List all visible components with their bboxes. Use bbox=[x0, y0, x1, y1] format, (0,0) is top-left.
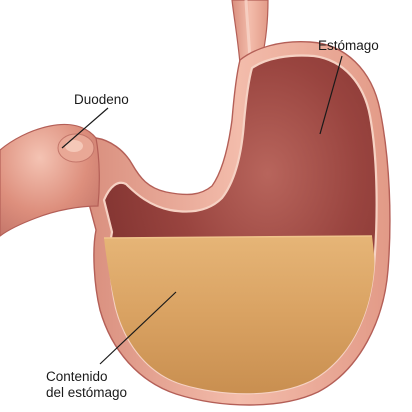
label-estomago: Estómago bbox=[318, 38, 379, 54]
label-contenido-line2: del estómago bbox=[46, 385, 127, 401]
label-contenido-line1: Contenido bbox=[46, 369, 127, 385]
label-contenido: Contenido del estómago bbox=[46, 369, 127, 401]
label-duodeno: Duodeno bbox=[74, 92, 129, 108]
